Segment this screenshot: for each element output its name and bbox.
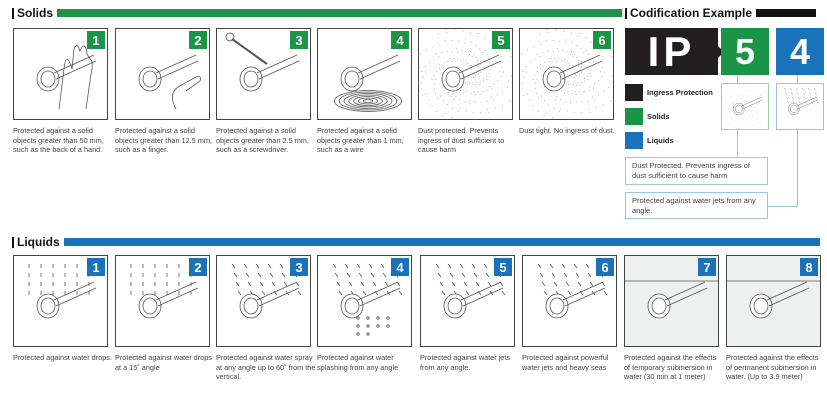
liquids-level-6-description: Protected against powerful water jets an… — [522, 353, 609, 372]
liquids-level-8-tile: 8 — [726, 255, 821, 347]
level-number-badge: 5 — [494, 258, 512, 276]
level-number-badge: 4 — [391, 31, 409, 49]
submersion-illustration-icon — [727, 280, 820, 319]
finger-illustration-icon — [138, 54, 201, 110]
liquids-level-3-tile: 3 — [216, 255, 311, 347]
solids-level-2-tile: 2 — [115, 28, 210, 120]
liquid-digit: 4 — [776, 28, 824, 75]
legend-label: Liquids — [647, 136, 674, 145]
liquids-level-4-description: Protected against water splashing from a… — [317, 353, 399, 372]
solids-level-1-tile: 1 — [13, 28, 108, 120]
legend-solids: Solids — [625, 108, 670, 125]
hand-illustration-icon — [36, 45, 97, 110]
solids-level-6-description: Dust tight. No ingress of dust. — [519, 126, 615, 135]
drops-illustration-icon — [130, 264, 199, 319]
liquids-header: Liquids — [12, 235, 820, 249]
solids-header: Solids — [12, 6, 623, 20]
solid-description-box: Dust Protected. Prevents ingress of dust… — [625, 157, 768, 185]
liquids-level-5-description: Protected against water jets from any an… — [420, 353, 511, 372]
level-number-badge: 1 — [87, 258, 105, 276]
level-number-badge: 3 — [290, 31, 308, 49]
liquids-level-7-tile: 7 — [624, 255, 719, 347]
legend-liquids: Liquids — [625, 132, 674, 149]
level-number-badge: 7 — [698, 258, 716, 276]
liquids-level-4-tile: 4 — [317, 255, 412, 347]
liquids-level-6-tile: 6 — [522, 255, 617, 347]
submersion-illustration-icon — [625, 280, 718, 319]
level-number-badge: 1 — [87, 31, 105, 49]
solids-level-5-description: Dust protected. Prevents ingress of dust… — [418, 126, 505, 155]
solids-level-1-description: Protected against a solid objects greate… — [13, 126, 104, 155]
screwdriver-illustration-icon — [225, 32, 300, 92]
solids-level-3-description: Protected against a solid objects greate… — [216, 126, 309, 155]
solids-level-5-tile: 5 — [418, 28, 513, 120]
solids-title: Solids — [17, 6, 54, 20]
liquids-level-3-description: Protected against water spray at any ang… — [216, 353, 316, 382]
level-number-badge: 2 — [189, 31, 207, 49]
level-number-badge: 6 — [593, 31, 611, 49]
wire-illustration-icon — [334, 54, 402, 112]
solid-digit: 5 — [721, 28, 769, 75]
dust-illustration-icon — [521, 29, 613, 119]
liquids-level-5-tile: 5 — [420, 255, 515, 347]
codification-header: Codification Example — [625, 6, 817, 20]
dust-illustration-icon — [420, 29, 512, 119]
splash-illustration-icon — [332, 263, 403, 336]
level-number-badge: 2 — [189, 258, 207, 276]
legend-label: Ingress Protection — [647, 88, 713, 97]
drops-illustration-icon — [28, 264, 97, 319]
legend-label: Solids — [647, 112, 670, 121]
solids-level-6-tile: 6 — [519, 28, 614, 120]
liquids-level-2-description: Protected against water drops at a 15˚ a… — [115, 353, 212, 372]
level-number-badge: 6 — [596, 258, 614, 276]
legend-ingress: Ingress Protection — [625, 84, 713, 101]
codification-title: Codification Example — [630, 6, 753, 20]
solids-level-2-description: Protected against a solid objects greate… — [115, 126, 212, 155]
liquids-level-8-description: Protected against the effects of permane… — [726, 353, 819, 382]
solids-level-4-tile: 4 — [317, 28, 412, 120]
liquids-level-1-tile: 1 — [13, 255, 108, 347]
jets-illustration-icon — [537, 263, 608, 319]
liquids-level-7-description: Protected against the effects of tempora… — [624, 353, 717, 382]
liquids-level-2-tile: 2 — [115, 255, 210, 347]
solids-level-4-description: Protected against a solid objects greate… — [317, 126, 404, 155]
level-number-badge: 8 — [800, 258, 818, 276]
solid-example-image — [716, 83, 772, 130]
liquid-example-image — [776, 83, 824, 130]
level-number-badge: 5 — [492, 31, 510, 49]
liquids-title: Liquids — [17, 235, 60, 249]
liquid-description-box: Protected against water jets from any an… — [625, 192, 768, 219]
ip-code-label: IP — [625, 28, 724, 75]
spray-illustration-icon — [231, 263, 302, 319]
liquids-level-1-description: Protected against water drops. — [13, 353, 112, 362]
solids-level-3-tile: 3 — [216, 28, 311, 120]
level-number-badge: 3 — [290, 258, 308, 276]
level-number-badge: 4 — [391, 258, 409, 276]
